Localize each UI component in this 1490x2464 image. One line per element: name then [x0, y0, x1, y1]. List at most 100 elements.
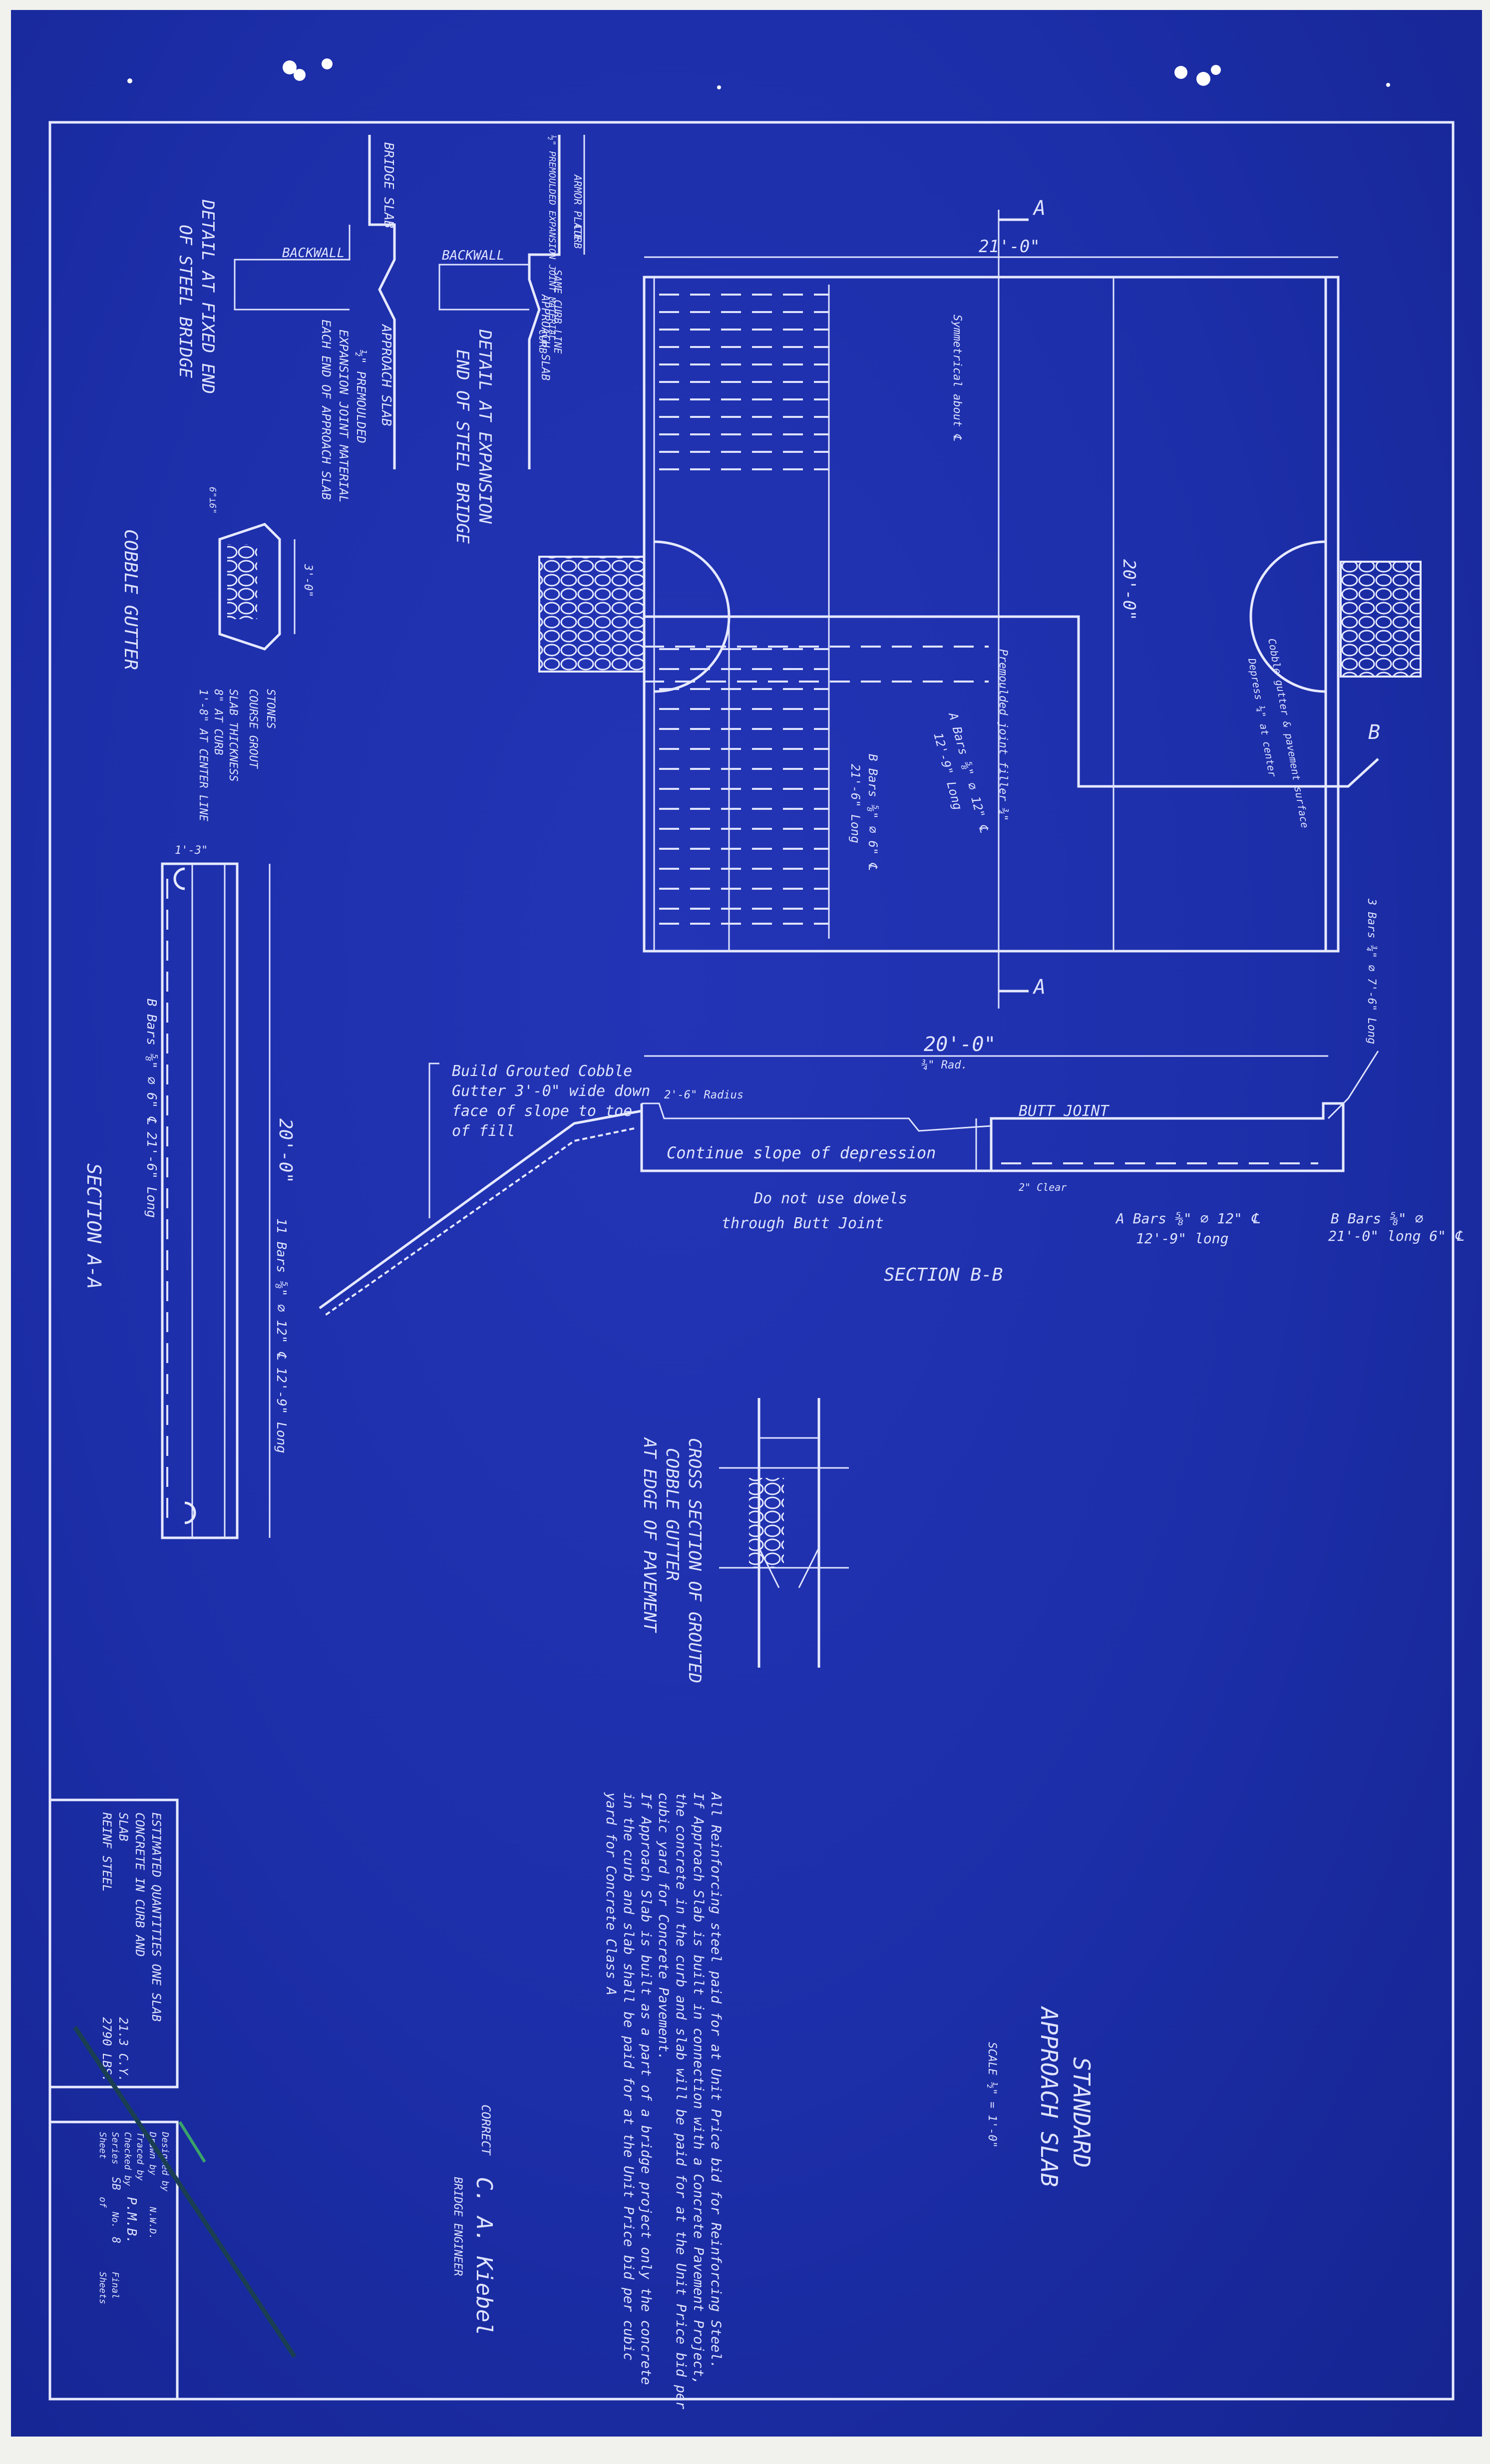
detail-backwall-2: BACKWALL	[442, 248, 504, 263]
section-bb-rad: ¾" Rad.	[921, 1059, 968, 1071]
cobble-semicircle-left	[654, 540, 731, 693]
section-bb-clear: 2" Clear	[1019, 1181, 1067, 1193]
plan-joint-note: Premoulded joint filler ¾"	[997, 649, 1009, 821]
gutter-note-1: Build Grouted Cobble	[452, 1062, 632, 1080]
detail-premould-1: ½" PREMOULDED	[354, 350, 368, 443]
signature-box: Designed by Drawn by N.W.D. Traced by Ch…	[48, 2026, 297, 2401]
plan-cobble-note: Cobble gutter & pavement surface	[1266, 638, 1311, 829]
cobble-gutter-stones	[227, 544, 257, 619]
plan-b-bars-note: B Bars ⅝" ⌀ 6" ℄	[866, 754, 880, 870]
section-aa-outline	[161, 862, 239, 1539]
cross-section-title-3: AT EDGE OF PAVEMENT	[640, 1437, 660, 1633]
section-bb-butt-joint: BUTT JOINT	[1019, 1102, 1110, 1120]
cross-section-title-1: CROSS SECTION OF GROUTED	[685, 1438, 705, 1683]
sig-no-value: 8	[109, 2237, 122, 2243]
cobble-gutter-dim2: 6"⊥6"	[207, 487, 218, 514]
section-bb-b-length: 21'-0" long 6" ℄	[1328, 1228, 1464, 1244]
section-bb-a-bars: A Bars ⅝" ⌀ 12" ℄	[1115, 1210, 1260, 1227]
detail-bridge-slab: BRIDGE SLAB	[381, 142, 396, 228]
title-line-2: APPROACH SLAB	[1036, 2006, 1063, 2187]
detail-exp-title-2: END OF STEEL BRIDGE	[452, 350, 472, 544]
section-a-top-label: A	[1032, 197, 1046, 220]
notes-line-7: yard for Concrete Class A	[603, 1792, 619, 1995]
section-bb-dim: 20'-0"	[924, 1033, 996, 1056]
quantities-box: ESTIMATED QUANTITIES ONE SLAB CONCRETE I…	[48, 1798, 179, 2089]
sig-final: Final	[110, 2272, 120, 2299]
cobble-gutter-title: COBBLE GUTTER	[120, 529, 141, 670]
notes-line-4: cubic yard for Concrete Pavement.	[656, 1792, 671, 2060]
detail-fixed-title-1: DETAIL AT FIXED END	[198, 199, 218, 394]
detail-curb-1: CURB	[572, 225, 584, 249]
plan-length-dim: 20'-0"	[1119, 559, 1139, 621]
detail-approach-2: APPROACH SLAB	[539, 294, 551, 380]
quantities-row1-value: 21.3 C.Y.	[116, 2017, 130, 2082]
detail-backwall-1: BACKWALL	[282, 246, 345, 261]
section-bb-b-bars: B Bars ⅝" ⌀	[1331, 1210, 1423, 1227]
cobble-gutter-slab-1: SLAB THICKNESS	[227, 689, 239, 781]
title-line-1: STANDARD	[1068, 2057, 1095, 2168]
detail-premould-exp: ½" PREMOULDED EXPANSION JOINT MATERIAL	[547, 135, 557, 341]
detail-fixed-title-2: OF STEEL BRIDGE	[175, 225, 195, 378]
section-bb: 20'-0" 2'-6" Radius ¾" Rad. BUTT JOINT C…	[319, 1033, 1464, 1317]
detail-approach-1: APPROACH SLAB	[378, 324, 393, 426]
plan-symmetry-note: Symmetrical about ℄	[951, 315, 963, 441]
sig-sheet: Sheet	[97, 2132, 108, 2159]
cobble-block-left	[538, 556, 645, 673]
sheet-border	[48, 121, 1455, 2401]
section-bb-radius: 2'-6" Radius	[664, 1089, 744, 1101]
title-scale: SCALE ½" = 1'-0"	[986, 2042, 998, 2148]
notes-line-3: the concrete in the curb and slab will b…	[673, 1792, 689, 2410]
cross-section-title-2: COBBLE GUTTER	[662, 1448, 682, 1581]
detail-armor-plate: ARMOR PLATE	[572, 174, 584, 241]
sig-traced: Traced by	[135, 2132, 145, 2181]
detail-premould-2: EXPANSION JOINT MATERIAL	[337, 330, 351, 503]
cobble-gutter-grout: COURSE GROUT	[247, 689, 259, 769]
detail-premould-3: EACH END OF APPROACH SLAB	[319, 320, 333, 500]
plan-b-bars-length: 21'-6" Long	[848, 764, 862, 843]
blueprint-paper	[11, 10, 1482, 2437]
quantities-row1-label: CONCRETE IN CURB AND	[133, 1812, 147, 1957]
cobble-gutter-slab-2: 8" AT CURB	[212, 689, 224, 755]
approval-label: CORRECT	[479, 2105, 493, 2156]
sig-series: Series	[110, 2132, 120, 2164]
cobble-gutter-slab-3: 1'-8" AT CENTER LINE	[197, 689, 209, 822]
gutter-note-4: of fill	[452, 1122, 515, 1140]
cross-section-cobbles	[749, 1478, 784, 1568]
pen-stroke	[73, 2026, 297, 2358]
section-bb-dowels-1: Do not use dowels	[753, 1190, 907, 1207]
approval-role: BRIDGE ENGINEER	[451, 2177, 464, 2276]
detail-same-curb: SAME CURB LINE	[552, 270, 564, 354]
detail-curb-2: CURB	[537, 330, 549, 353]
notes-line-6: in the curb and slab shall be paid for a…	[621, 1792, 636, 2361]
notes-line-5: If Approach Slab is built as a part of a…	[638, 1792, 654, 2385]
sig-sheets: Sheets	[97, 2272, 108, 2304]
section-aa-top: 1'-3"	[175, 844, 208, 857]
plan-view: 21'-0" A A	[538, 197, 1422, 1044]
approval-signature: C. A. Kiebel	[471, 2177, 497, 2336]
plan-outline	[643, 276, 1340, 953]
quantities-header: ESTIMATED QUANTITIES ONE SLAB	[149, 1812, 163, 2022]
cobble-gutter-dim: 3'-0"	[302, 564, 314, 597]
section-bb-dowels-2: through Butt Joint	[722, 1215, 884, 1232]
notes-line-2: If Approach Slab is built in connection …	[691, 1792, 706, 2385]
section-bb-title: SECTION B-B	[884, 1265, 1003, 1285]
section-b-label: B	[1368, 721, 1380, 744]
title-block: STANDARD APPROACH SLAB SCALE ½" = 1'-0"	[986, 2006, 1095, 2187]
sig-of: of	[97, 2197, 108, 2208]
section-aa-title: SECTION A-A	[83, 1163, 105, 1289]
sig-drawn-value: N.W.D.	[147, 2206, 158, 2239]
section-aa: 20'-0" B Bars ⅝" ⌀ 6" ℄ 21'-6" Long 11 B…	[83, 844, 296, 1539]
cross-section-gutter: CROSS SECTION OF GROUTED COBBLE GUTTER A…	[640, 1398, 849, 1683]
section-aa-b-bars: B Bars ⅝" ⌀ 6" ℄ 21'-6" Long	[144, 999, 159, 1218]
section-bb-slope-note: Continue slope of depression	[667, 1143, 936, 1162]
section-aa-a-bars: 11 Bars ⅝" ⌀ 12" ℄ 12'-9" Long	[274, 1218, 289, 1453]
quantities-row2-label: REINF STEEL	[100, 1812, 114, 1892]
bridge-details: DETAIL AT FIXED END OF STEEL BRIDGE DETA…	[175, 135, 585, 544]
cobble-semicircle-right	[1249, 540, 1326, 693]
cobble-gutter-detail: 3'-0" 6"⊥6" COBBLE GUTTER STONES COURSE …	[120, 487, 314, 822]
section-bb-a-length: 12'-9" long	[1136, 1230, 1228, 1247]
tape-spots	[127, 58, 1390, 89]
gutter-note-2: Gutter 3'-0" wide down	[452, 1082, 650, 1100]
detail-exp-title-1: DETAIL AT EXPANSION	[475, 329, 495, 524]
